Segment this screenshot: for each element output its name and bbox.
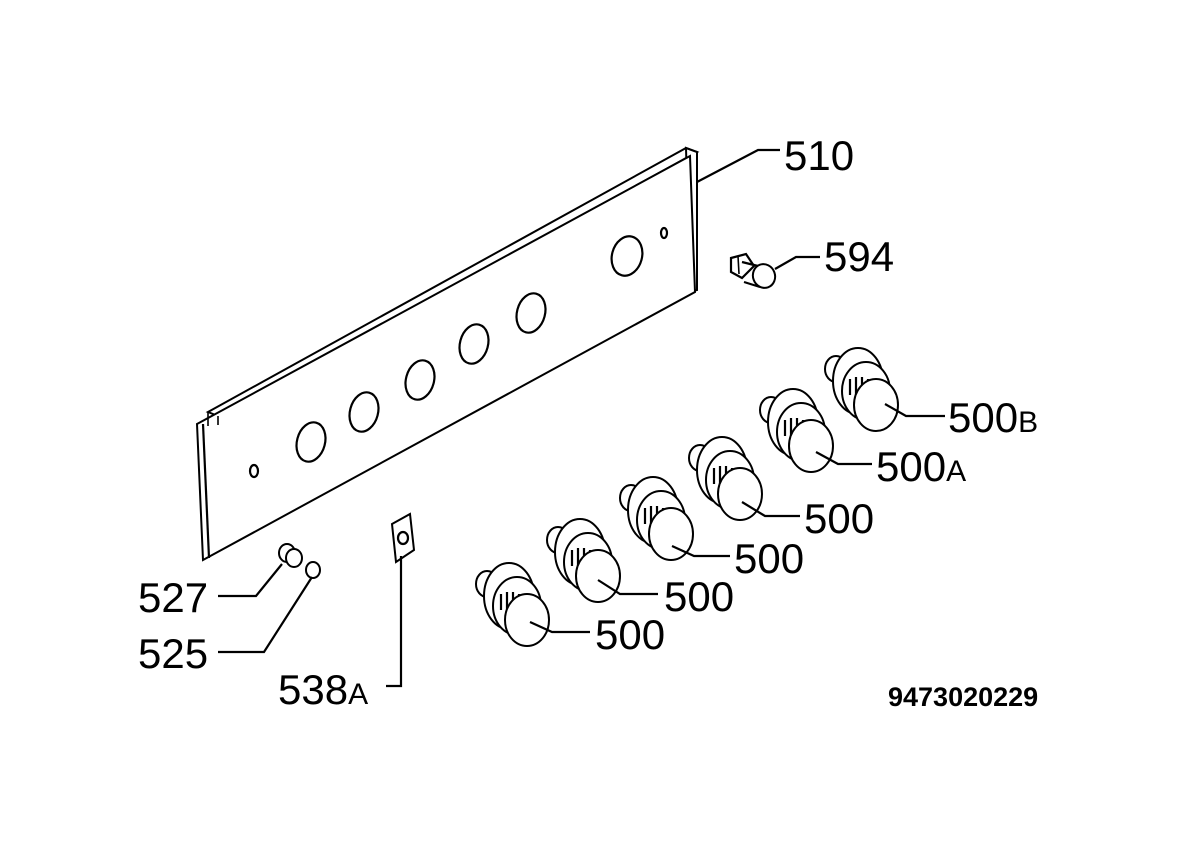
label-500-2: 500 — [664, 573, 734, 620]
leader-lines — [218, 148, 945, 688]
cap-525-icon — [305, 561, 321, 579]
label-500-1: 500 — [595, 611, 665, 658]
control-knob-1 — [474, 561, 551, 648]
label-527: 527 — [138, 574, 208, 621]
label-525: 525 — [138, 630, 208, 677]
control-knob-3 — [618, 475, 695, 562]
control-knob-b — [823, 346, 900, 433]
control-knob-a — [758, 387, 835, 474]
label-500a: 500A — [876, 443, 966, 490]
label-538a: 538A — [278, 666, 368, 713]
label-500b: 500B — [948, 394, 1038, 441]
label-500-3: 500 — [734, 535, 804, 582]
document-id: 9473020229 — [888, 682, 1038, 712]
control-panel — [195, 146, 700, 562]
indicator-lamp-icon — [729, 252, 777, 289]
clip-538a-icon — [390, 512, 416, 564]
spacer-527-icon — [278, 543, 303, 568]
control-knob-2 — [545, 517, 622, 604]
label-500-4: 500 — [804, 495, 874, 542]
label-510: 510 — [784, 132, 854, 179]
label-594: 594 — [824, 233, 894, 280]
